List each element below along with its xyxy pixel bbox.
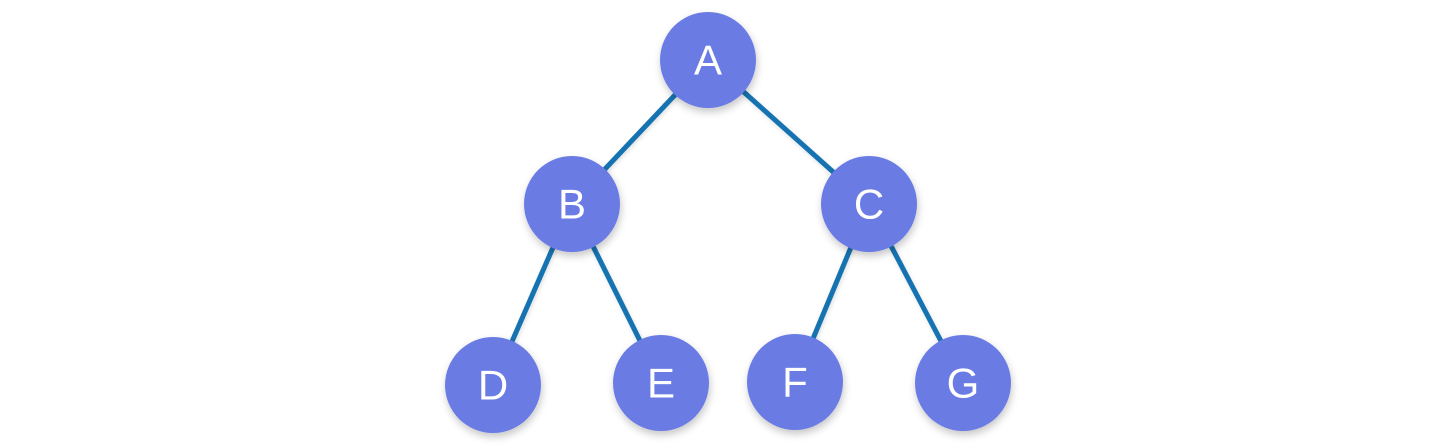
tree-node-label-F: F (782, 359, 808, 406)
tree-node-F: F (747, 334, 843, 430)
tree-node-label-D: D (478, 362, 508, 409)
tree-node-label-A: A (694, 37, 722, 84)
tree-node-circle-A (660, 12, 756, 108)
tree-node-circle-C (821, 156, 917, 252)
tree-node-D: D (445, 337, 541, 433)
tree-node-circle-E (613, 335, 709, 431)
tree-node-B: B (524, 156, 620, 252)
tree-node-label-C: C (854, 181, 884, 228)
tree-node-label-B: B (558, 181, 586, 228)
tree-nodes-layer: A B C D E F G (445, 12, 1011, 433)
tree-node-A: A (660, 12, 756, 108)
tree-node-G: G (915, 335, 1011, 431)
tree-node-circle-B (524, 156, 620, 252)
tree-node-label-E: E (647, 360, 675, 407)
tree-node-circle-F (747, 334, 843, 430)
tree-node-E: E (613, 335, 709, 431)
tree-node-circle-D (445, 337, 541, 433)
tree-node-circle-G (915, 335, 1011, 431)
tree-node-label-G: G (947, 360, 980, 407)
tree-node-C: C (821, 156, 917, 252)
